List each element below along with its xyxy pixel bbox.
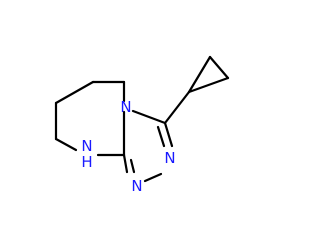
bond-n1-c8a-inner [129,158,136,174]
atom-n1-label: N [131,177,142,195]
atom-n8-label-h: H [81,153,92,171]
bonds [54,55,230,183]
bond-c3-n2 [163,121,174,148]
bond-n2-n1 [143,172,163,183]
atom-n2-label: N [164,149,175,167]
bond-c3-cp1 [163,90,191,125]
bond-cp1-cp3 [187,76,230,94]
bond-c6-c7 [54,80,95,105]
atom-n4-label: N [120,98,131,116]
bond-c3-n2-inner [156,125,166,148]
bond-n1-c8a [122,153,129,174]
bond-cp2-cp3 [208,55,230,80]
atom-labels: N N N N H [81,98,175,195]
bond-c8-n8 [54,137,78,152]
molecule-structure: N N N N H [54,55,230,195]
atom-n8-label-n: N [81,137,92,155]
bond-cp1-cp2 [187,55,212,94]
bond-n4-c3 [131,109,167,125]
